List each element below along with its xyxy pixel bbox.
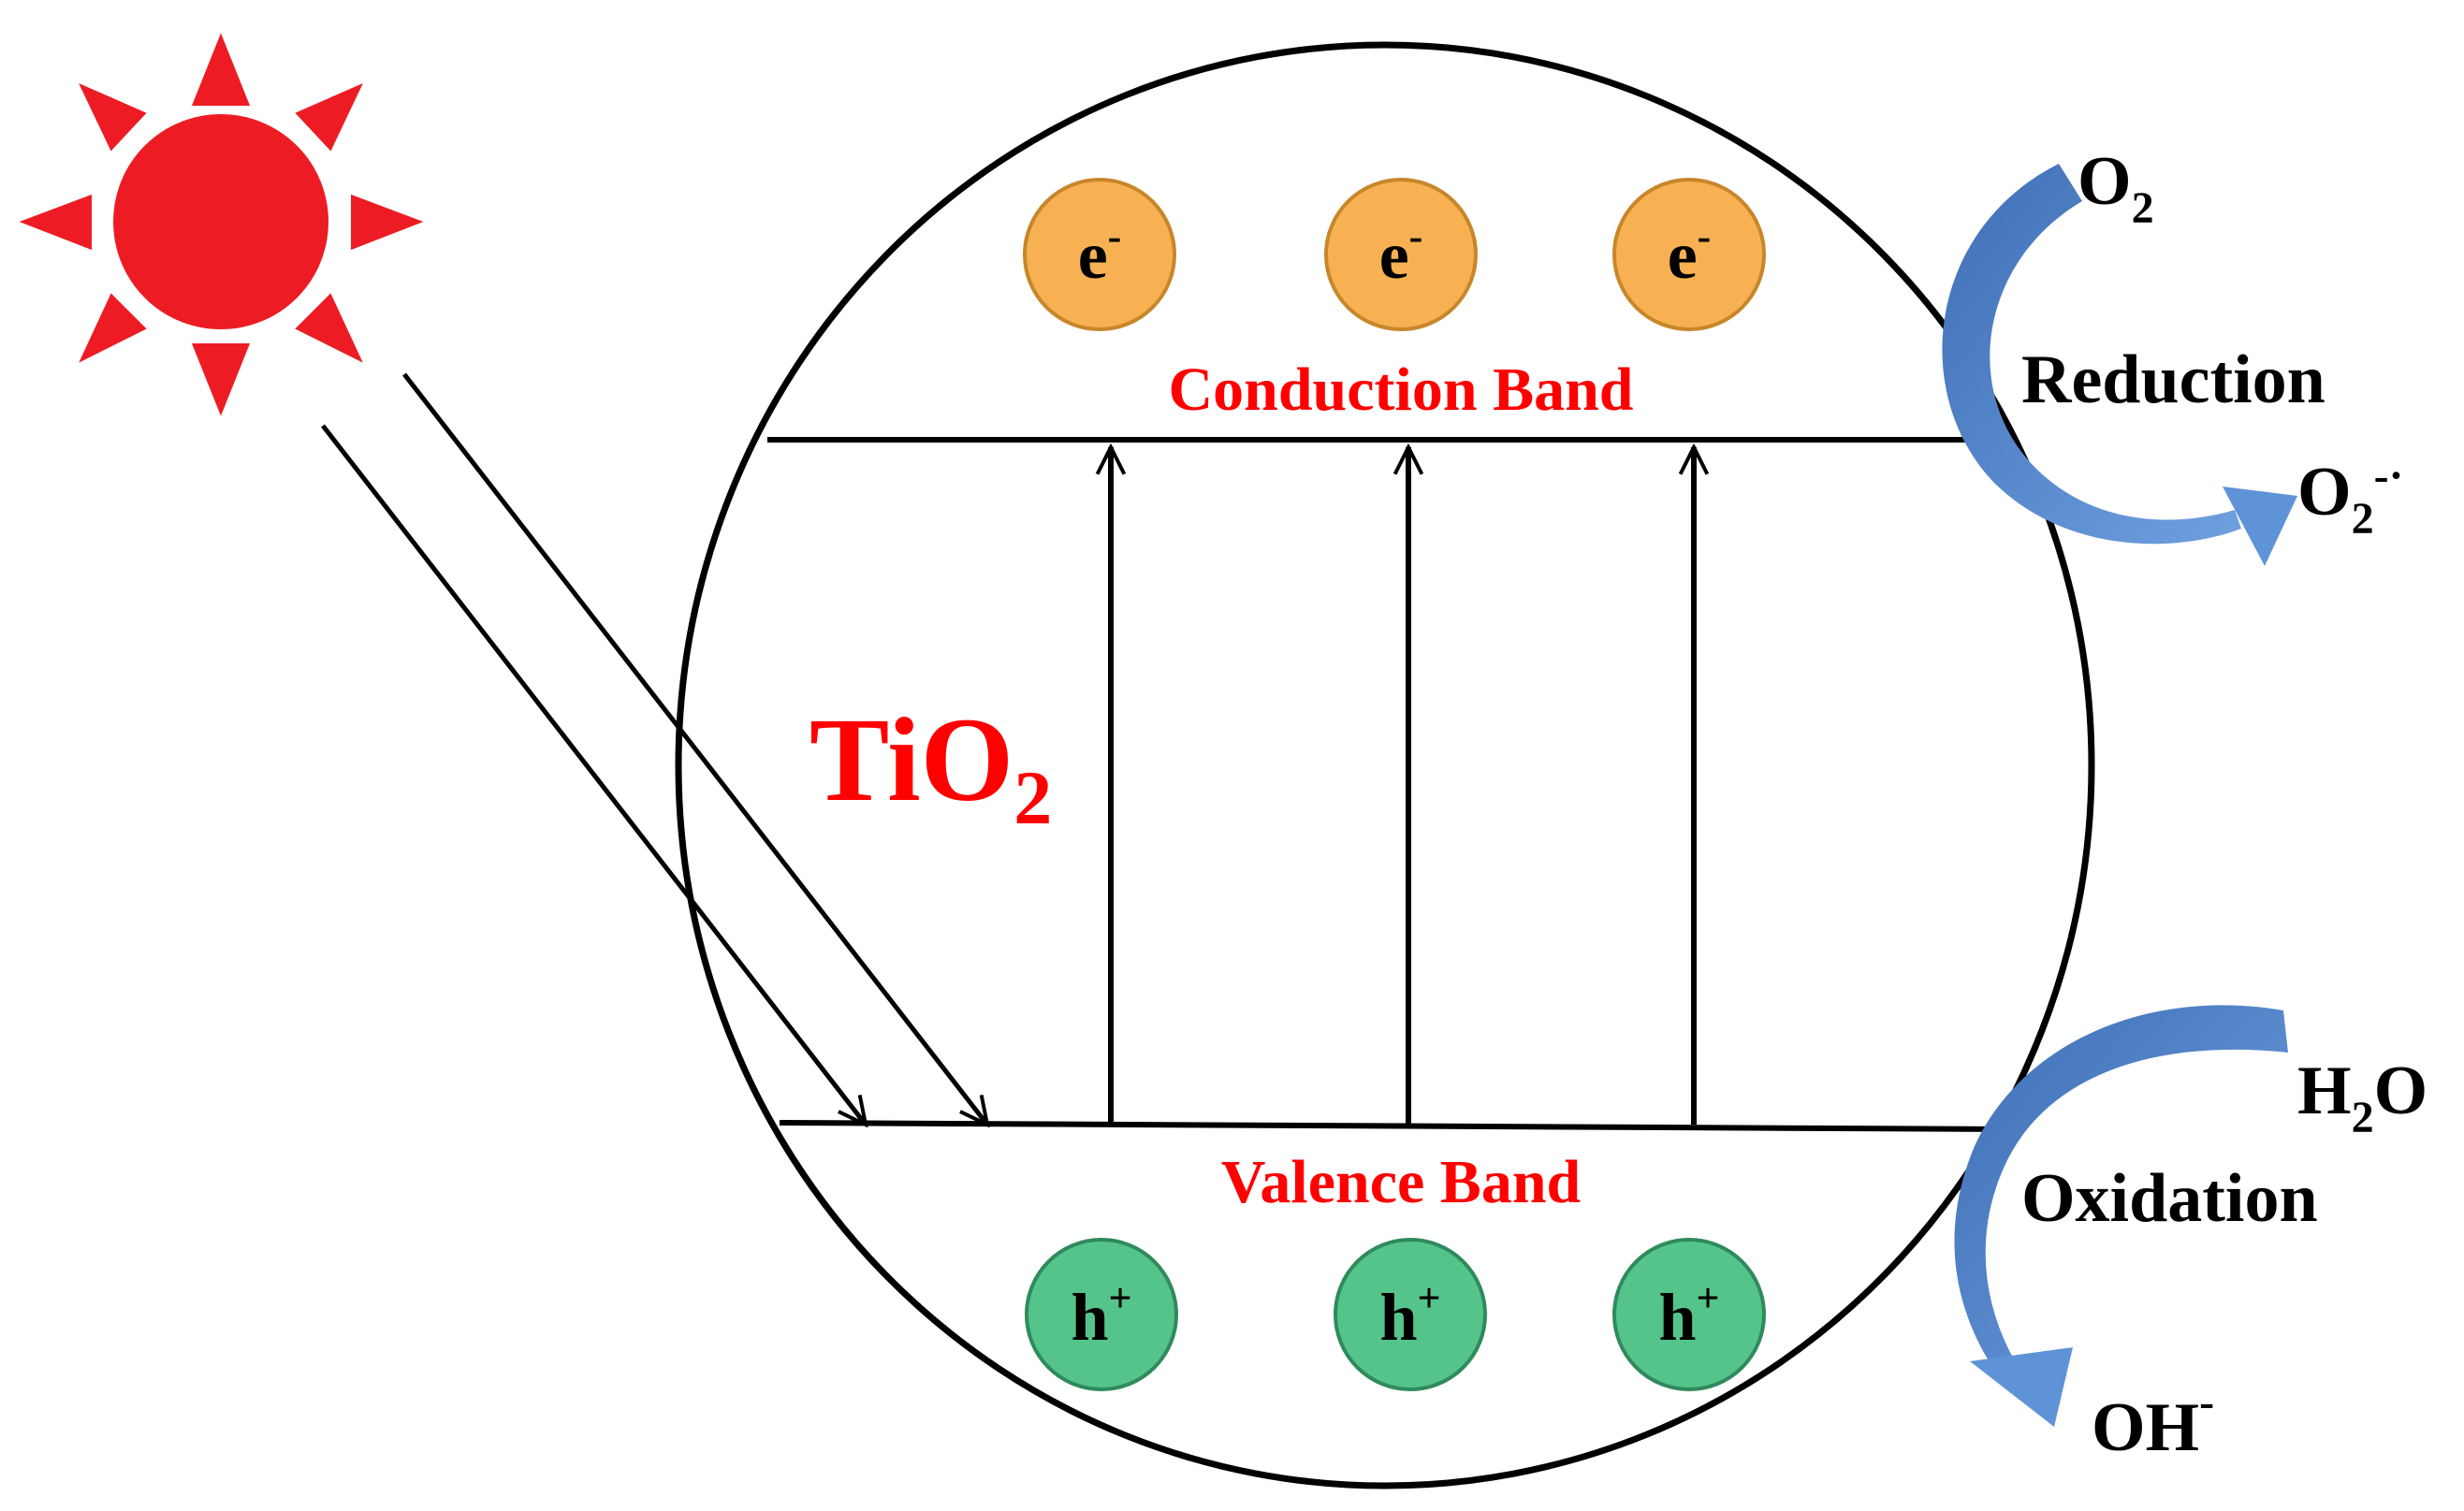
electron: e- xyxy=(1324,178,1478,331)
light-ray-arrow xyxy=(321,424,866,1125)
electron-label: e- xyxy=(1078,213,1122,293)
valence-band-line xyxy=(779,1120,2013,1132)
sun-ray xyxy=(288,76,372,158)
hole-circle xyxy=(1612,1238,1766,1391)
hole-label: h+ xyxy=(1071,1275,1131,1355)
light-ray-arrow xyxy=(402,372,987,1125)
electron-circle xyxy=(1612,178,1766,331)
oxidation-product: OH- xyxy=(2092,1377,2214,1466)
electron-circle xyxy=(1324,178,1478,331)
oxidation-arrow-body xyxy=(1954,1005,2288,1375)
hole: h+ xyxy=(1612,1238,1766,1391)
conduction-band-label: Conduction Band xyxy=(1168,356,1633,424)
electron: e- xyxy=(1612,178,1766,331)
hole-label: h+ xyxy=(1379,1275,1440,1355)
sun-icon xyxy=(8,22,434,427)
reduction-arrow-head xyxy=(2223,487,2297,566)
electron-label: e- xyxy=(1379,213,1423,293)
oxidation-arrow-head xyxy=(1970,1347,2073,1427)
sun-ray xyxy=(186,340,255,427)
reduction-arrow-body xyxy=(1942,164,2241,545)
oxidation-label: Oxidation xyxy=(2021,1160,2318,1237)
hole-label: h+ xyxy=(1658,1275,1719,1355)
curved-arrow-icon xyxy=(1942,164,2297,566)
sun-core xyxy=(108,109,334,335)
hole: h+ xyxy=(1025,1238,1178,1391)
electron-label: e- xyxy=(1668,213,1712,293)
reduction-label: Reduction xyxy=(2021,341,2325,418)
hole-circle xyxy=(1025,1238,1178,1391)
reduction-product: O2-· xyxy=(2297,451,2404,544)
hole: h+ xyxy=(1334,1238,1487,1391)
oxidation-reactant: H2O xyxy=(2297,1053,2428,1142)
material-label: TiO2 xyxy=(809,693,1052,840)
hole-circle xyxy=(1334,1238,1487,1391)
sun-ray xyxy=(347,189,434,255)
sun-ray xyxy=(70,76,153,158)
sun-ray xyxy=(288,286,372,371)
sun-ray xyxy=(186,22,255,109)
electron-circle xyxy=(1023,178,1176,331)
sun-ray xyxy=(70,286,153,371)
electron: e- xyxy=(1023,178,1176,331)
curved-arrow-icon xyxy=(1954,1005,2288,1427)
reduction-reactant: O2 xyxy=(2078,143,2154,233)
valence-band-label: Valence Band xyxy=(1221,1148,1581,1216)
tio2-particle xyxy=(675,41,2095,1489)
sun-ray xyxy=(8,189,95,255)
